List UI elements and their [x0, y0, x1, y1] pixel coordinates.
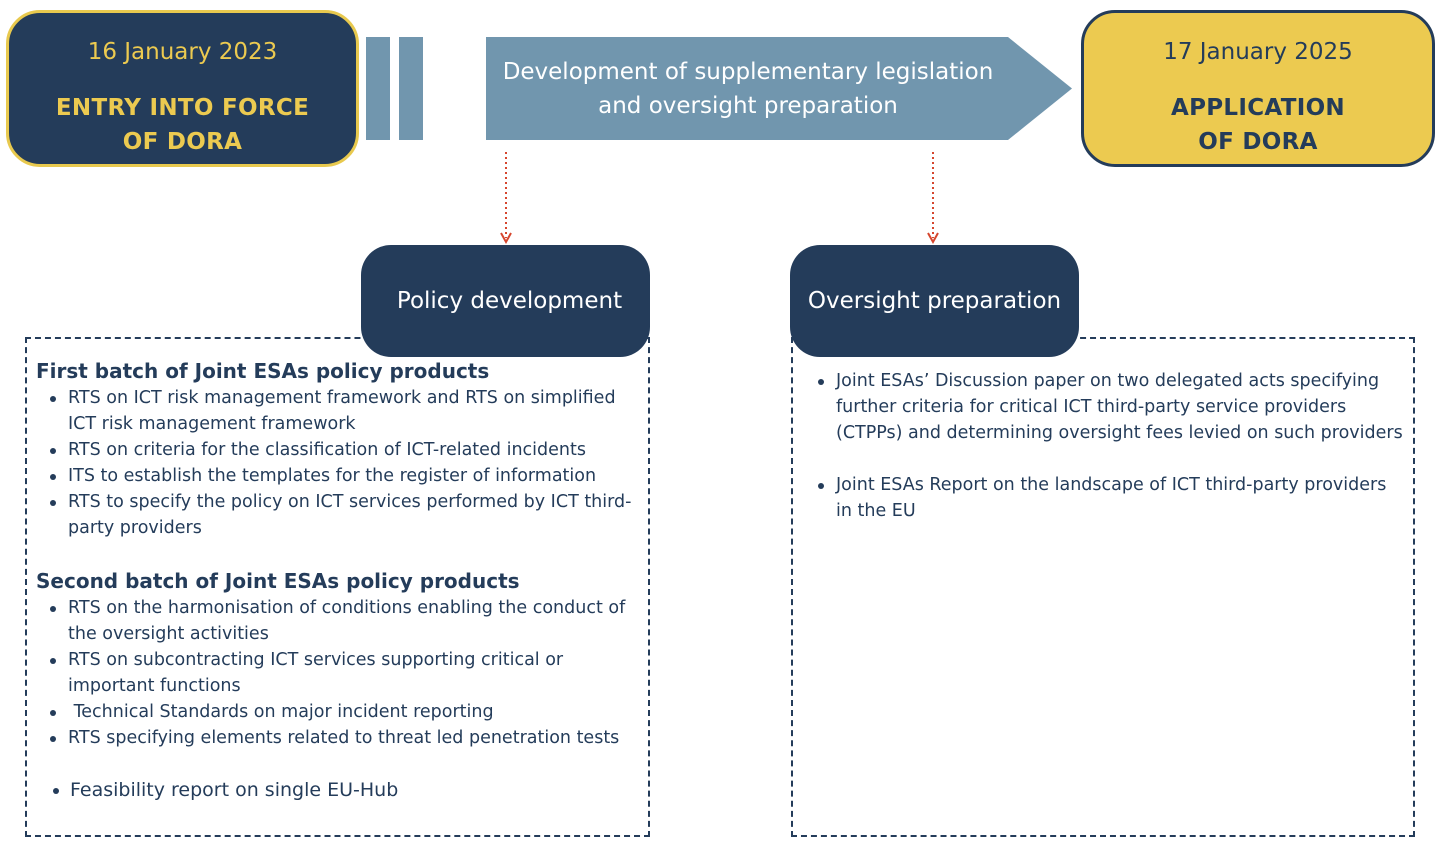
- policy-content: First batch of Joint ESAs policy product…: [36, 357, 642, 803]
- end-title-line2: OF DORA: [1198, 129, 1318, 155]
- oversight-preparation-box: [791, 337, 1415, 837]
- timeline-bar-2: [399, 37, 423, 140]
- development-arrow-label: Development of supplementary legislation…: [490, 55, 1006, 123]
- application-milestone: 17 January 2025 APPLICATION OF DORA: [1081, 10, 1435, 167]
- list-item: Technical Standards on major incident re…: [36, 699, 642, 725]
- start-title: ENTRY INTO FORCE OF DORA: [9, 91, 356, 159]
- start-date: 16 January 2023: [87, 39, 278, 65]
- second-batch-list: RTS on the harmonisation of conditions e…: [36, 595, 642, 751]
- end-title-line1: APPLICATION: [1171, 95, 1345, 121]
- list-item: ITS to establish the templates for the r…: [36, 463, 642, 489]
- policy-development-tab: Policy development: [361, 245, 650, 357]
- second-batch-heading: Second batch of Joint ESAs policy produc…: [36, 569, 520, 593]
- development-arrow: [486, 37, 1072, 140]
- oversight-connector-arrow: [927, 152, 939, 245]
- entry-into-force-milestone: 16 January 2023 ENTRY INTO FORCE OF DORA: [6, 10, 359, 167]
- end-title: APPLICATION OF DORA: [1084, 91, 1432, 159]
- policy-connector-arrow: [500, 152, 512, 245]
- first-batch-heading: First batch of Joint ESAs policy product…: [36, 359, 490, 383]
- list-item: RTS on subcontracting ICT services suppo…: [36, 647, 642, 699]
- list-item: RTS on criteria for the classification o…: [36, 437, 642, 463]
- list-item: RTS on the harmonisation of conditions e…: [36, 595, 642, 647]
- list-item: RTS specifying elements related to threa…: [36, 725, 642, 751]
- oversight-list: Joint ESAs’ Discussion paper on two dele…: [815, 368, 1405, 524]
- feasibility-list: Feasibility report on single EU-Hub: [36, 777, 642, 803]
- development-label-line1: Development of supplementary legislation: [502, 59, 994, 85]
- first-batch-list: RTS on ICT risk management framework and…: [36, 385, 642, 541]
- list-item: RTS to specify the policy on ICT service…: [36, 489, 642, 541]
- policy-development-box: [25, 337, 650, 837]
- list-item: RTS on ICT risk management framework and…: [36, 385, 642, 437]
- development-label-line2: and oversight preparation: [598, 93, 898, 119]
- start-title-line2: OF DORA: [122, 129, 243, 155]
- oversight-content: Joint ESAs’ Discussion paper on two dele…: [815, 368, 1405, 524]
- list-item: Joint ESAs Report on the landscape of IC…: [815, 472, 1405, 524]
- list-item: Joint ESAs’ Discussion paper on two dele…: [815, 368, 1405, 446]
- start-title-line1: ENTRY INTO FORCE: [55, 95, 310, 121]
- timeline-bar-1: [366, 37, 390, 140]
- feasibility-report-item: Feasibility report on single EU-Hub: [36, 777, 642, 803]
- end-date: 17 January 2025: [1163, 39, 1353, 65]
- oversight-preparation-tab: Oversight preparation: [790, 245, 1079, 357]
